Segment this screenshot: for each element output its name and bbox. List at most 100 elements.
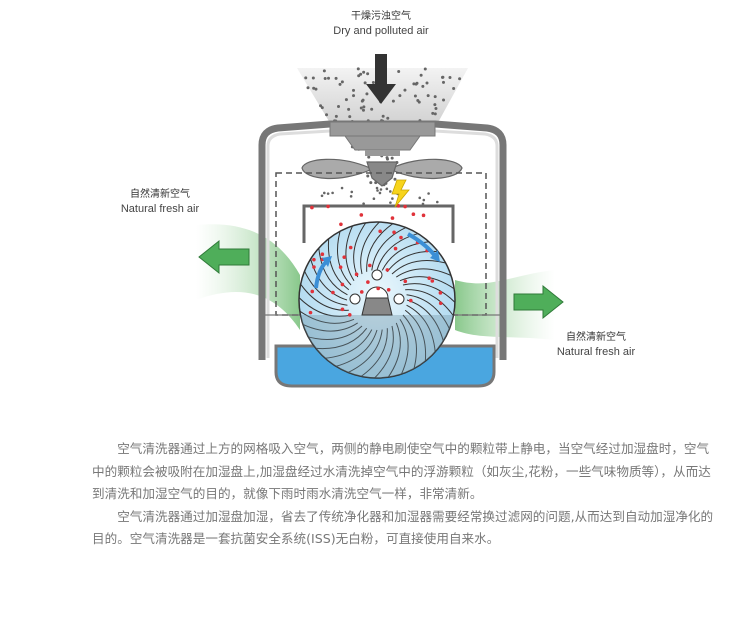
- description: 空气清洗器通过上方的网格吸入空气，两侧的静电刷使空气中的颗粒带上静电，当空气经过…: [92, 438, 716, 551]
- particle: [427, 276, 432, 281]
- disc-vane: [370, 325, 394, 378]
- dust-particle: [334, 76, 338, 80]
- disc-vane: [398, 319, 409, 378]
- disc-vane: [356, 328, 388, 378]
- particle: [385, 268, 390, 272]
- disc-vane: [299, 293, 352, 317]
- dust-particle: [435, 200, 439, 204]
- dust-particle: [418, 196, 422, 200]
- disc-vane: [384, 322, 401, 378]
- dust-particle: [349, 195, 353, 198]
- particle: [378, 229, 382, 234]
- dust-particle: [362, 105, 366, 109]
- dust-particle: [365, 92, 369, 96]
- dust-particle: [366, 174, 370, 178]
- dust-particle: [391, 99, 395, 103]
- dust-particle: [362, 202, 365, 205]
- dust-particle: [306, 86, 310, 90]
- particle: [340, 282, 345, 287]
- dust-particle: [327, 76, 331, 80]
- dust-particle: [452, 86, 456, 90]
- dust-particle: [369, 181, 373, 185]
- disc-vane: [376, 231, 424, 271]
- dust-particle: [385, 187, 389, 191]
- dust-particle: [389, 201, 392, 204]
- disc-vane: [345, 222, 356, 281]
- particle: [348, 245, 353, 250]
- disc-vane: [299, 321, 358, 332]
- disc-vane: [337, 225, 352, 286]
- dust-particle: [421, 84, 425, 88]
- dust-particle: [379, 188, 383, 191]
- particle: [408, 298, 413, 303]
- particle: [368, 263, 372, 268]
- dust-particle: [413, 94, 417, 98]
- description-paragraph: 空气清洗器通过加湿盘加湿，省去了传统净化器和加湿器需要经常换过滤网的问题,从而达…: [92, 508, 714, 547]
- input-air-label-zh: 干燥污浊空气: [351, 11, 411, 22]
- left-airflow: [196, 224, 300, 330]
- dust-particle: [376, 189, 379, 192]
- dust-particle: [347, 107, 351, 111]
- description-paragraph: 空气清洗器通过上方的网格吸入空气，两侧的静电刷使空气中的颗粒带上静电，当空气经过…: [92, 441, 711, 501]
- left-output-label-en: Natural fresh air: [120, 203, 200, 215]
- disc-vane: [308, 253, 348, 301]
- dust-particle: [397, 70, 401, 74]
- dust-particle: [414, 82, 418, 86]
- disc-vane: [371, 224, 412, 271]
- particle: [366, 280, 370, 284]
- dust-particle: [425, 81, 429, 85]
- disc-vane: [366, 222, 398, 272]
- dust-particle: [433, 112, 437, 116]
- dust-particle: [441, 75, 445, 79]
- dust-particle: [366, 72, 370, 76]
- particle: [399, 235, 403, 240]
- intake-grille: [329, 121, 436, 137]
- left-output-label-zh: 自然清新空气: [130, 189, 190, 200]
- dust-particle: [320, 106, 324, 110]
- dust-particle: [323, 191, 326, 195]
- right-output-label-en: Natural fresh air: [556, 346, 636, 358]
- dust-particle: [352, 94, 356, 98]
- dust-particle: [348, 115, 352, 119]
- dust-particle: [381, 114, 385, 118]
- left-output-label: 自然清新空气 Natural fresh air: [100, 188, 220, 216]
- dust-particle: [378, 191, 382, 195]
- disc-vane: [330, 329, 378, 369]
- dust-particle: [304, 76, 308, 80]
- disc-vane: [317, 242, 348, 296]
- dust-particle: [359, 106, 363, 110]
- dust-particle: [433, 95, 437, 99]
- disc-vane: [328, 233, 350, 291]
- particle: [338, 265, 343, 270]
- dust-particle: [314, 87, 318, 91]
- right-output-label-zh: 自然清新空气: [566, 332, 626, 343]
- dust-particle: [312, 86, 316, 90]
- particle: [320, 252, 325, 257]
- dust-particle: [367, 155, 371, 159]
- particle: [390, 216, 395, 220]
- particle: [386, 288, 391, 292]
- dust-particle: [322, 69, 326, 73]
- disc-vane: [406, 299, 446, 347]
- disc-vane: [360, 222, 384, 275]
- particle: [376, 286, 380, 291]
- rotation-arrow-right: [407, 232, 437, 258]
- particle: [340, 307, 345, 312]
- disc-vane: [342, 329, 383, 376]
- dust-particle: [359, 72, 363, 76]
- disc-vane: [381, 240, 435, 271]
- particle: [354, 272, 359, 277]
- disc-vane: [391, 260, 452, 275]
- disc-vane: [310, 327, 368, 349]
- dust-particle: [344, 98, 348, 102]
- dust-particle: [350, 190, 354, 194]
- disc-vane: [299, 307, 355, 324]
- particle: [430, 279, 435, 283]
- particle: [392, 230, 396, 235]
- static-lightning-icon: [391, 179, 410, 208]
- input-air-label-en: Dry and polluted air: [333, 25, 429, 37]
- dust-particle: [337, 105, 341, 109]
- dust-particle: [390, 156, 394, 160]
- rotation-arrow-left: [314, 260, 328, 289]
- dust-particle: [320, 194, 324, 198]
